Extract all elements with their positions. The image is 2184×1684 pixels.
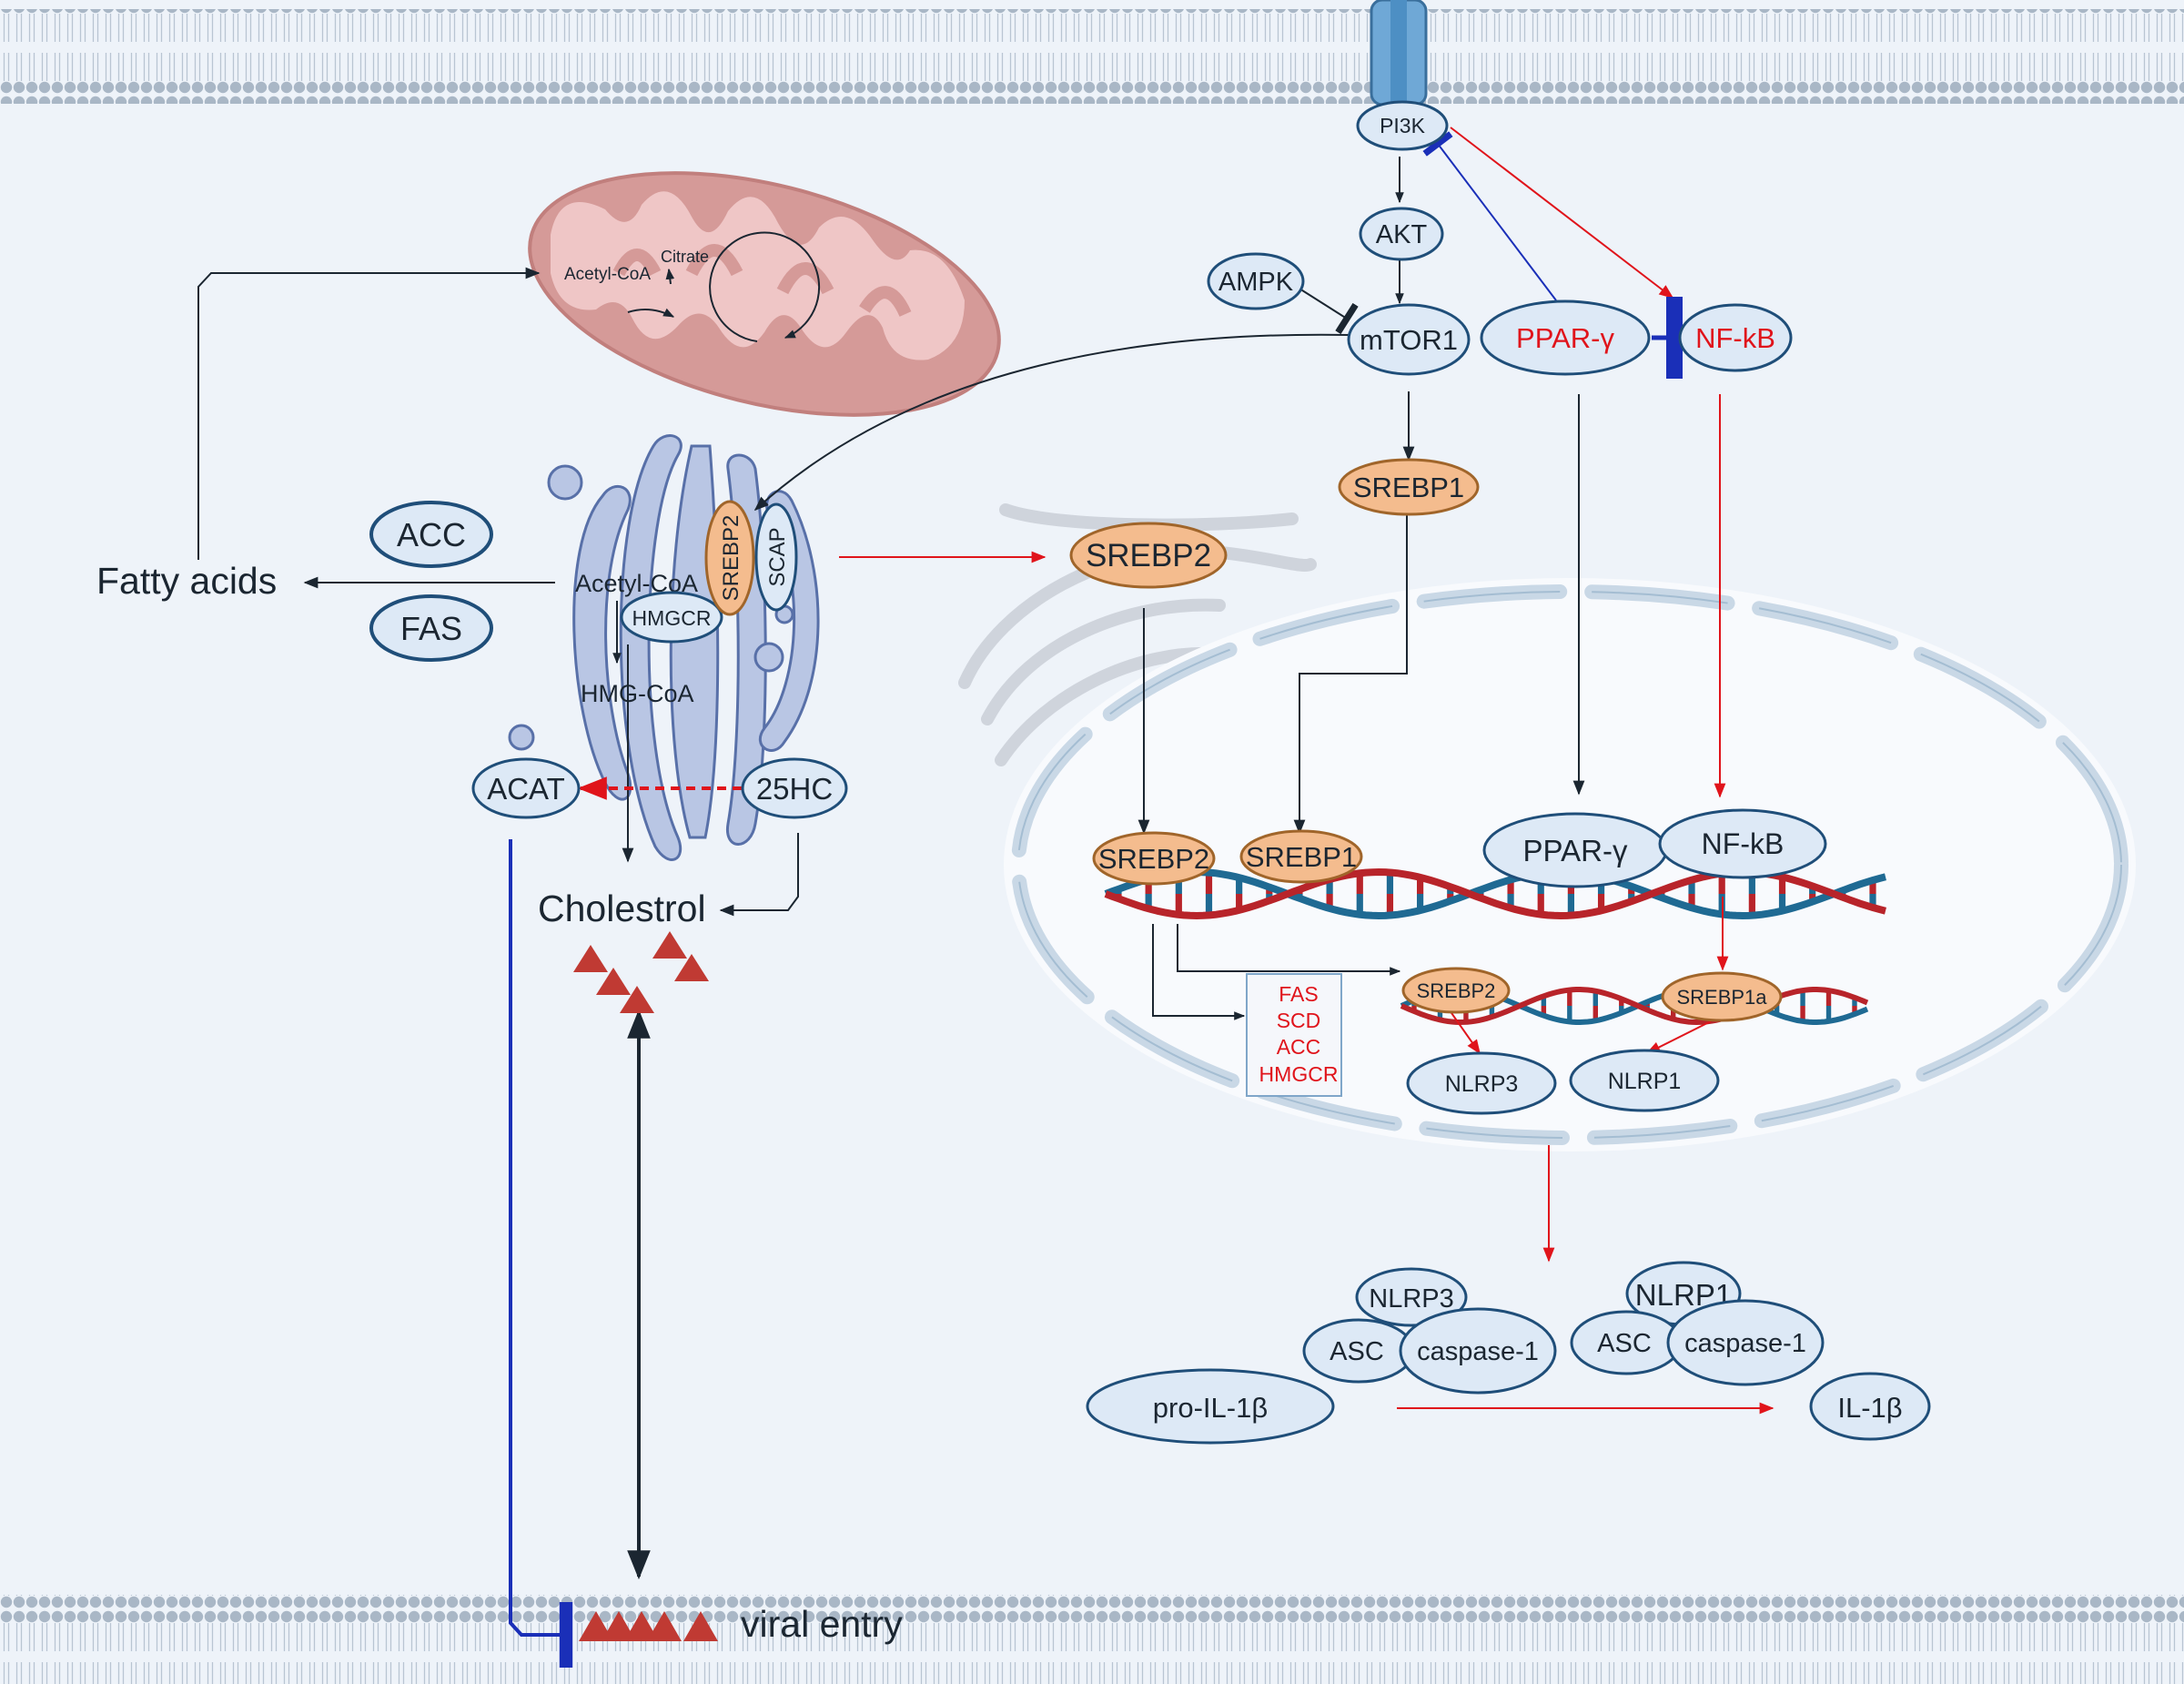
- svg-text:IL-1β: IL-1β: [1837, 1392, 1902, 1424]
- asc-right-node: ASC: [1570, 1310, 1683, 1375]
- svg-text:ACAT: ACAT: [487, 772, 565, 806]
- svg-text:NLRP1: NLRP1: [1608, 1069, 1682, 1094]
- pro-il1b-node: pro-IL-1β: [1086, 1368, 1335, 1445]
- svg-text:mTOR1: mTOR1: [1360, 324, 1458, 356]
- svg-text:NF-kB: NF-kB: [1702, 827, 1785, 860]
- nlrp3-nuc-node: NLRP3: [1406, 1051, 1557, 1115]
- svg-text:ASC: ASC: [1330, 1337, 1384, 1366]
- gene-label: ACC: [1277, 1035, 1321, 1059]
- hmgcr-node: HMGCR: [620, 591, 723, 644]
- svg-text:SREBP2: SREBP2: [1098, 843, 1209, 875]
- mtor1-node: mTOR1: [1347, 303, 1471, 376]
- receptor-channel-icon: [1370, 0, 1428, 107]
- svg-text:caspase-1: caspase-1: [1417, 1337, 1539, 1366]
- srebp2-nuc-node: SREBP2: [1092, 831, 1216, 886]
- srebp1a-nlrp1-arrow: [1645, 1020, 1712, 1054]
- srebp2-genes-arrow-1: [1152, 924, 1246, 1020]
- target-genes-box: FAS SCD ACC HMGCR: [1246, 973, 1342, 1097]
- acc-node: ACC: [369, 501, 493, 568]
- nfkb-cyto-node: NF-kB: [1678, 303, 1793, 372]
- fatty-acids-label: Fatty acids: [96, 560, 277, 602]
- caspase-right-node: caspase-1: [1666, 1299, 1825, 1386]
- asc-left-node: ASC: [1302, 1318, 1415, 1384]
- svg-text:SREBP1: SREBP1: [1353, 472, 1464, 503]
- akt-node: AKT: [1359, 207, 1444, 261]
- ppar-cyto-node: PPAR-γ: [1480, 299, 1651, 376]
- fatty-acids-mito-arrow: [197, 267, 541, 560]
- cholesterol-label: Cholestrol: [538, 888, 706, 929]
- acat-viral-entry-inhibit: [509, 839, 573, 1668]
- srebp1-cyto-node: SREBP1: [1338, 458, 1480, 516]
- svg-text:SREBP1: SREBP1: [1246, 841, 1357, 873]
- ppar-pi3k-inhibit: [1422, 131, 1557, 301]
- pi3k-node: PI3K: [1356, 100, 1449, 151]
- svg-text:pro-IL-1β: pro-IL-1β: [1153, 1392, 1268, 1424]
- tca-cycle-arrow: [709, 231, 821, 342]
- nlrp1-complex-node: NLRP1: [1625, 1261, 1742, 1326]
- viral-particles-icon: [579, 1611, 718, 1641]
- svg-text:SREBP1a: SREBP1a: [1676, 986, 1767, 1009]
- srebp1-down-arrow: [1293, 512, 1408, 835]
- gene-label: SCD: [1277, 1009, 1321, 1032]
- svg-text:NLRP3: NLRP3: [1369, 1284, 1454, 1314]
- srebp2-golgi-node: SREBP2: [704, 500, 755, 616]
- srebp2-small-node: SREBP2: [1401, 967, 1511, 1014]
- viral-entry-label: viral entry: [741, 1603, 903, 1645]
- ampk-node: AMPK: [1207, 252, 1305, 310]
- svg-text:SREBP2: SREBP2: [1417, 979, 1496, 1002]
- 25hc-node: 25HC: [741, 757, 848, 819]
- caspase-left-node: caspase-1: [1399, 1307, 1557, 1395]
- nlrp1-nuc-node: NLRP1: [1569, 1049, 1720, 1112]
- svg-text:HMGCR: HMGCR: [632, 606, 712, 630]
- svg-text:ASC: ASC: [1597, 1329, 1652, 1358]
- svg-text:FAS: FAS: [400, 610, 462, 647]
- cholesterol-triangles-icon: [573, 931, 709, 1013]
- mito-citrate-label: Citrate: [661, 248, 709, 266]
- mtor-golgi-arrow: [753, 333, 1352, 512]
- svg-text:25HC: 25HC: [756, 772, 833, 806]
- ppar-nuc-node: PPAR-γ: [1482, 812, 1668, 888]
- srebp2-nlrp3-arrow: [1449, 1009, 1481, 1055]
- svg-text:SREBP2: SREBP2: [1086, 538, 1211, 573]
- svg-text:PPAR-γ: PPAR-γ: [1523, 834, 1628, 867]
- fas-node: FAS: [369, 594, 493, 662]
- mitochondrion-icon: [528, 171, 1001, 417]
- srebp1-nuc-node: SREBP1: [1239, 829, 1363, 884]
- citrate-arrow: [665, 268, 675, 285]
- svg-text:AMPK: AMPK: [1218, 268, 1294, 297]
- 25hc-cholesterol-arrow: [719, 833, 799, 917]
- svg-text:PI3K: PI3K: [1380, 114, 1426, 137]
- svg-text:ACC: ACC: [397, 516, 466, 553]
- scap-node: SCAP: [754, 502, 798, 612]
- gene-label: HMGCR: [1259, 1062, 1339, 1086]
- srebp2-cyto-node: SREBP2: [1069, 522, 1228, 589]
- svg-text:caspase-1: caspase-1: [1684, 1329, 1806, 1358]
- svg-text:SREBP2: SREBP2: [719, 515, 743, 602]
- bottom-membrane: [0, 1595, 2184, 1684]
- dna-strand-red: [1400, 987, 1869, 1026]
- svg-text:NLRP3: NLRP3: [1445, 1071, 1519, 1097]
- svg-text:NF-kB: NF-kB: [1695, 322, 1775, 354]
- top-membrane: [0, 9, 2184, 104]
- svg-text:AKT: AKT: [1376, 220, 1428, 249]
- acetyl-to-citrate-arrow: [627, 308, 675, 318]
- nfkb-nuc-node: NF-kB: [1658, 808, 1827, 879]
- mito-acetyl-coa-label: Acetyl-CoA: [564, 265, 651, 284]
- srebp1a-node: SREBP1a: [1661, 971, 1783, 1022]
- svg-text:SCAP: SCAP: [765, 527, 790, 586]
- svg-text:PPAR-γ: PPAR-γ: [1516, 322, 1614, 354]
- nlrp3-complex-node: NLRP3: [1355, 1267, 1468, 1327]
- acat-node: ACAT: [471, 757, 581, 819]
- il1b-node: IL-1β: [1809, 1372, 1931, 1441]
- dna-strand-blue: [1104, 867, 1886, 920]
- gene-label: FAS: [1279, 982, 1318, 1006]
- pi3k-nfkb-arrow: [1450, 127, 1674, 299]
- hmg-coa-label: HMG-CoA: [581, 680, 694, 707]
- srebp2-genes-arrow-2: [1177, 924, 1401, 976]
